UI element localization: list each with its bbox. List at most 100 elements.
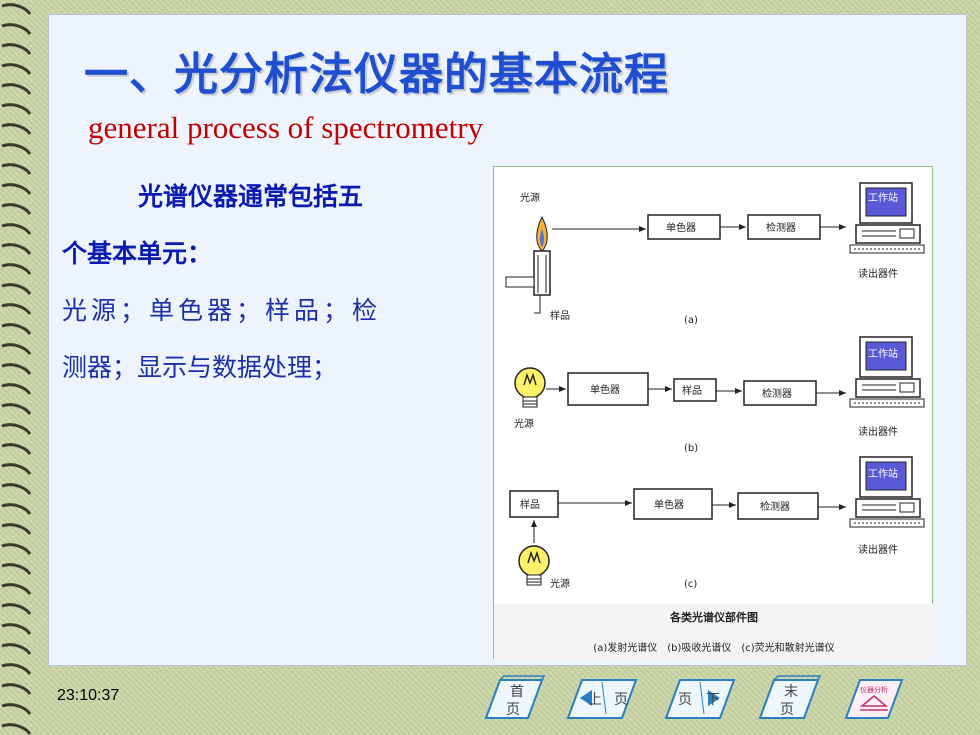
- detector-box-a: [747, 214, 821, 240]
- spiral-ring: [1, 643, 32, 655]
- label-source-c: 光源: [550, 577, 570, 590]
- detector-label-b: 检测器: [762, 387, 792, 400]
- workstation-icon-b: [849, 336, 925, 408]
- label-source-b: 光源: [514, 417, 534, 430]
- next-page-button[interactable]: 页 下: [664, 674, 736, 722]
- sample-label-b: 样品: [682, 384, 702, 397]
- spiral-ring: [1, 343, 32, 355]
- first-page-label-2: 页: [506, 702, 520, 718]
- workstation-label-b: 工作站: [868, 347, 898, 360]
- spiral-ring: [1, 203, 32, 215]
- panel-label-b: (b): [684, 443, 698, 454]
- spiral-ring: [1, 83, 32, 95]
- spiral-ring: [1, 403, 32, 415]
- spiral-ring: [1, 603, 32, 615]
- next-page-label-2: 下: [706, 692, 720, 708]
- spiral-ring: [1, 663, 32, 675]
- flame-source-icon: [505, 215, 551, 314]
- workstation-label-a: 工作站: [868, 191, 898, 204]
- spiral-ring: [1, 183, 32, 195]
- spectrometer-diagram: 光源 样品 单色器 检测器 工作站 读出器件 (a) 光源 单色器 样品: [493, 166, 934, 660]
- readout-label-c: 读出器件: [858, 543, 898, 556]
- home-book-icon: 仪器分析: [844, 679, 904, 719]
- first-page-button[interactable]: 首 页: [484, 674, 546, 722]
- spiral-ring: [1, 143, 32, 155]
- spiral-ring: [1, 3, 32, 15]
- spiral-ring: [1, 283, 32, 295]
- spiral-ring: [1, 43, 32, 55]
- right-arrow-icon: [708, 690, 720, 706]
- clock-time: 23:10:37: [57, 687, 120, 704]
- prev-page-button[interactable]: 上 页: [566, 674, 638, 722]
- last-page-label-1: 末: [784, 684, 798, 700]
- sample-box-b: [673, 378, 717, 402]
- readout-label-b: 读出器件: [858, 425, 898, 438]
- next-page-label-1: 页: [678, 692, 692, 708]
- readout-label-a: 读出器件: [858, 267, 898, 280]
- mono-box-b: [567, 372, 649, 406]
- label-source-a: 光源: [520, 191, 540, 204]
- notebook-spiral-binding: [1, 3, 32, 735]
- detector-box-c: [737, 492, 819, 520]
- spiral-ring: [1, 123, 32, 135]
- spiral-ring: [1, 683, 32, 695]
- spiral-ring: [1, 563, 32, 575]
- spiral-ring: [1, 223, 32, 235]
- first-page-label-1: 首: [510, 684, 524, 700]
- mono-label-c: 单色器: [654, 498, 684, 511]
- slide-title: 一、光分析法仪器的基本流程: [84, 49, 669, 100]
- spiral-ring: [1, 523, 32, 535]
- spiral-ring: [1, 303, 32, 315]
- workstation-label-c: 工作站: [868, 467, 898, 480]
- panel-label-a: (a): [684, 315, 698, 326]
- last-page-label-2: 页: [780, 702, 794, 718]
- home-label: 仪器分析: [860, 685, 888, 694]
- spiral-ring: [1, 483, 32, 495]
- book-icon: 上 页: [566, 679, 638, 719]
- spiral-ring: [1, 623, 32, 635]
- sample-box-c: [509, 490, 559, 518]
- detector-label-a: 检测器: [766, 221, 796, 234]
- spiral-ring: [1, 263, 32, 275]
- spiral-ring: [1, 103, 32, 115]
- figure-caption-title: 各类光谱仪部件图: [669, 610, 758, 624]
- figure-caption-sub: (a)发射光谱仪 (b)吸收光谱仪 (c)荧光和散射光谱仪: [593, 641, 834, 654]
- book-icon: 首 页: [484, 675, 546, 719]
- spiral-ring: [1, 63, 32, 75]
- spiral-ring: [1, 383, 32, 395]
- spiral-ring: [1, 723, 32, 735]
- book-icon: 页 下: [664, 679, 736, 719]
- slide-subtitle: general process of spectrometry: [88, 110, 484, 145]
- prev-page-label-1: 上: [588, 692, 602, 708]
- sample-label-c: 样品: [520, 498, 540, 511]
- spiral-ring: [1, 543, 32, 555]
- spiral-ring: [1, 323, 32, 335]
- left-arrow-icon: [580, 690, 592, 706]
- mono-label-a: 单色器: [666, 221, 696, 234]
- spiral-ring: [1, 463, 32, 475]
- home-button[interactable]: 仪器分析: [844, 674, 906, 722]
- last-page-button[interactable]: 末 页: [758, 674, 822, 722]
- spiral-ring: [1, 423, 32, 435]
- prev-page-label-2: 页: [614, 692, 628, 708]
- detector-label-c: 检测器: [760, 500, 790, 513]
- home-icon: [859, 695, 889, 707]
- mono-label-b: 单色器: [590, 383, 620, 396]
- body-line-2: 个基本单元：: [62, 239, 213, 268]
- spiral-ring: [1, 243, 32, 255]
- body-line-4: 测器；显示与数据处理；: [62, 353, 338, 382]
- lamp-icon-b: [514, 367, 546, 408]
- spiral-ring: [1, 163, 32, 175]
- spiral-ring: [1, 443, 32, 455]
- body-text: 光谱仪器通常包括五 个基本单元： 光源；单色器；样品；检 测器；显示与数据处理；: [62, 168, 472, 396]
- workstation-icon-c: [849, 456, 925, 528]
- lamp-icon-c: [518, 545, 550, 586]
- mono-box-c: [633, 488, 713, 520]
- spiral-ring: [1, 703, 32, 715]
- body-line-1: 光谱仪器通常包括五: [138, 182, 364, 211]
- spiral-ring: [1, 23, 32, 35]
- spiral-ring: [1, 583, 32, 595]
- label-sample-a: 样品: [550, 309, 570, 322]
- book-icon: 末 页: [758, 675, 822, 719]
- spiral-ring: [1, 363, 32, 375]
